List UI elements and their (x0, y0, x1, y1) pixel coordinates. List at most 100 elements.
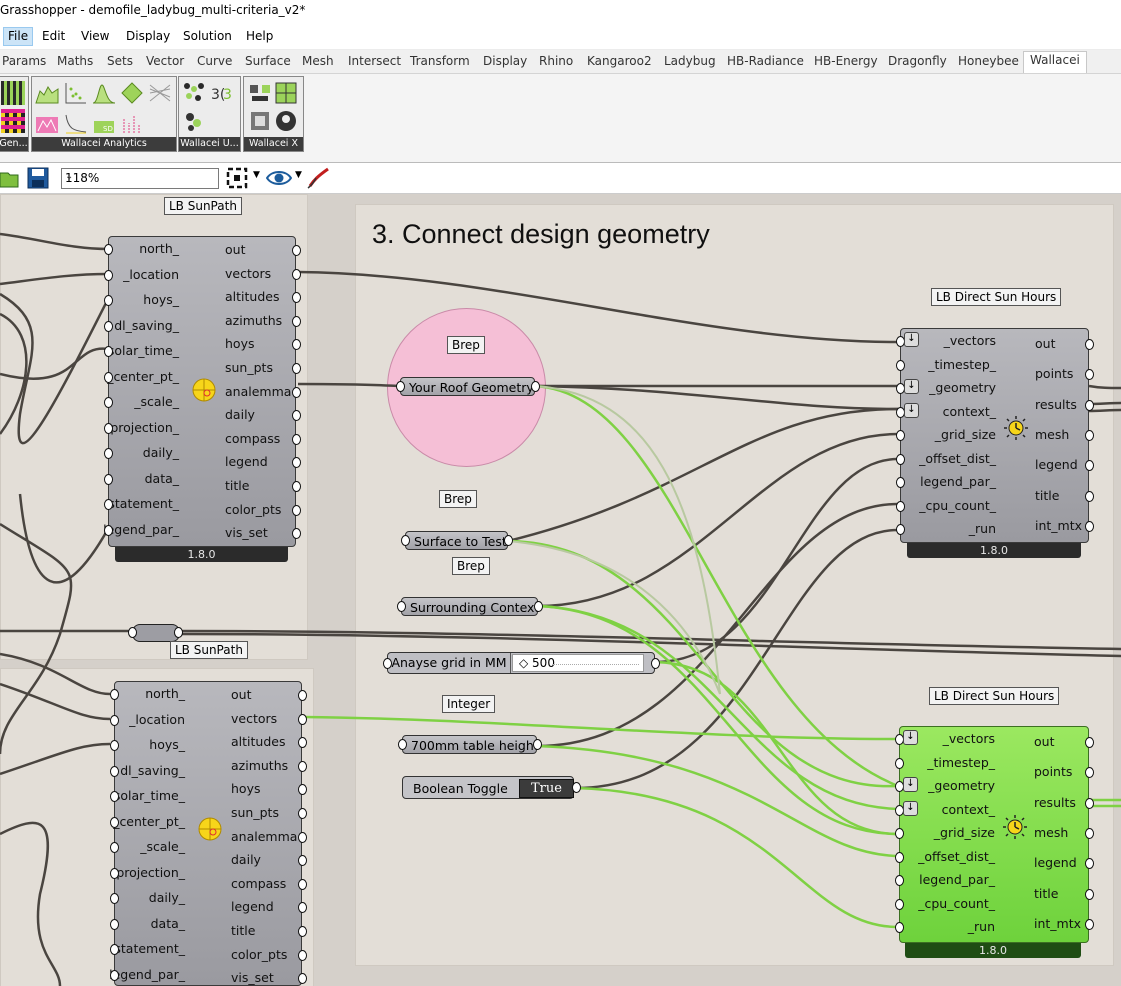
port-pin[interactable] (1085, 520, 1094, 532)
output-compass[interactable]: compass (225, 430, 281, 446)
input-legendpar[interactable]: legend_par_ (103, 521, 179, 537)
open-file-icon[interactable] (0, 167, 20, 189)
input-north[interactable]: north_ (145, 686, 185, 701)
output-mesh[interactable]: mesh (1034, 824, 1069, 840)
save-file-icon[interactable] (27, 167, 49, 189)
port-pin[interactable] (298, 737, 307, 749)
output-visset[interactable]: vis_set (225, 525, 268, 541)
tab-hb-radiance[interactable]: HB-Radiance (727, 54, 804, 68)
grid-size-slider[interactable]: Anayse grid in MM ◇ 500 (387, 652, 655, 674)
port-pin[interactable] (572, 782, 581, 793)
roof-geometry-param[interactable]: Your Roof Geometry (400, 377, 535, 396)
sketch-pen-icon[interactable] (306, 166, 332, 190)
input-geometry[interactable]: _geometry (929, 380, 996, 395)
port-pin[interactable] (104, 397, 113, 408)
port-pin[interactable] (896, 500, 905, 512)
input-location[interactable]: _location (123, 266, 179, 282)
output-legend[interactable]: legend (1034, 855, 1077, 871)
port-pin[interactable] (298, 808, 307, 819)
port-pin[interactable] (298, 784, 307, 796)
port-pin[interactable] (401, 535, 410, 546)
output-altitudes[interactable]: altitudes (231, 734, 286, 750)
output-intmtx[interactable]: int_mtx (1035, 517, 1083, 533)
port-pin[interactable] (896, 524, 905, 535)
cluster-icon[interactable] (182, 109, 206, 133)
output-title[interactable]: title (1035, 487, 1060, 503)
port-pin[interactable] (292, 410, 301, 422)
input-dlsaving[interactable]: dl_saving_ (120, 762, 185, 778)
input-context[interactable]: context_ (941, 801, 995, 817)
tab-mesh[interactable]: Mesh (302, 54, 334, 68)
wire-relay[interactable] (132, 624, 180, 642)
port-pin[interactable] (104, 346, 113, 357)
port-pin[interactable] (104, 448, 113, 459)
port-pin[interactable] (298, 855, 307, 867)
menu-file[interactable]: File (3, 27, 34, 46)
port-pin[interactable] (504, 535, 513, 546)
output-visset[interactable]: vis_set (231, 970, 274, 986)
input-run[interactable]: _run (967, 919, 995, 934)
output-title[interactable]: title (225, 478, 250, 493)
port-pin[interactable] (895, 922, 904, 933)
port-pin[interactable] (1085, 737, 1094, 748)
port-pin[interactable] (298, 831, 307, 843)
port-pin[interactable] (298, 902, 307, 914)
port-pin[interactable] (896, 477, 905, 488)
input-scale[interactable]: _scale_ (134, 394, 179, 409)
port-pin[interactable] (298, 973, 307, 985)
zoom-extents-icon[interactable] (226, 167, 250, 189)
output-points[interactable]: points (1034, 764, 1073, 780)
output-daily[interactable]: daily (231, 852, 261, 868)
port-pin[interactable] (895, 851, 904, 863)
port-pin[interactable] (110, 918, 119, 930)
port-pin[interactable] (104, 244, 113, 255)
output-analemma[interactable]: analemma (225, 383, 292, 399)
tab-maths[interactable]: Maths (57, 54, 94, 68)
port-pin[interactable] (110, 689, 119, 700)
port-pin[interactable] (383, 658, 392, 669)
output-analemma[interactable]: analemma (231, 828, 298, 844)
tab-hb-energy[interactable]: HB-Energy (814, 54, 878, 68)
port-pin[interactable] (292, 504, 301, 516)
output-azimuths[interactable]: azimuths (225, 312, 283, 328)
input-timestep[interactable]: _timestep_ (928, 356, 996, 372)
port-pin[interactable] (1085, 797, 1094, 809)
port-pin[interactable] (110, 740, 119, 751)
port-pin[interactable] (1085, 429, 1094, 441)
port-pin[interactable] (895, 875, 904, 886)
port-pin[interactable] (110, 944, 119, 955)
tab-display[interactable]: Display (483, 54, 528, 68)
output-azimuths[interactable]: azimuths (231, 757, 289, 773)
output-out[interactable]: out (1035, 336, 1056, 351)
port-pin[interactable] (110, 714, 119, 726)
port-pin[interactable] (292, 433, 301, 445)
input-legendpar[interactable]: legend_par_ (109, 966, 185, 982)
preview-eye-icon[interactable] (266, 168, 292, 188)
input-daily[interactable]: daily_ (142, 445, 179, 460)
select-icon[interactable] (248, 81, 272, 105)
input-context[interactable]: context_ (942, 403, 996, 419)
toggle-value-button[interactable]: True (519, 779, 574, 798)
input-statement[interactable]: statement_ (108, 496, 179, 511)
input-cpucount[interactable]: _cpu_count_ (919, 497, 996, 513)
port-pin[interactable] (396, 381, 405, 392)
input-legendpar[interactable]: legend_par_ (920, 474, 996, 489)
output-points[interactable]: points (1035, 366, 1074, 382)
port-pin[interactable] (1085, 460, 1094, 472)
input-location[interactable]: _location (129, 711, 185, 727)
port-pin[interactable] (531, 381, 540, 392)
port-pin[interactable] (896, 453, 905, 465)
chevron-down-icon[interactable]: ▼ (253, 170, 260, 180)
tab-intersect[interactable]: Intersect (348, 54, 402, 68)
tab-kangaroo2[interactable]: Kangaroo2 (587, 54, 652, 68)
input-centerpt[interactable]: _center_pt_ (107, 368, 179, 384)
port-pin[interactable] (292, 481, 301, 492)
menu-display[interactable]: Display (126, 29, 171, 43)
input-projection[interactable]: projection_ (116, 864, 185, 880)
tab-surface[interactable]: Surface (245, 54, 291, 68)
output-compass[interactable]: compass (231, 875, 287, 891)
port-pin[interactable] (110, 816, 119, 828)
pink-chart-icon[interactable] (35, 111, 59, 135)
